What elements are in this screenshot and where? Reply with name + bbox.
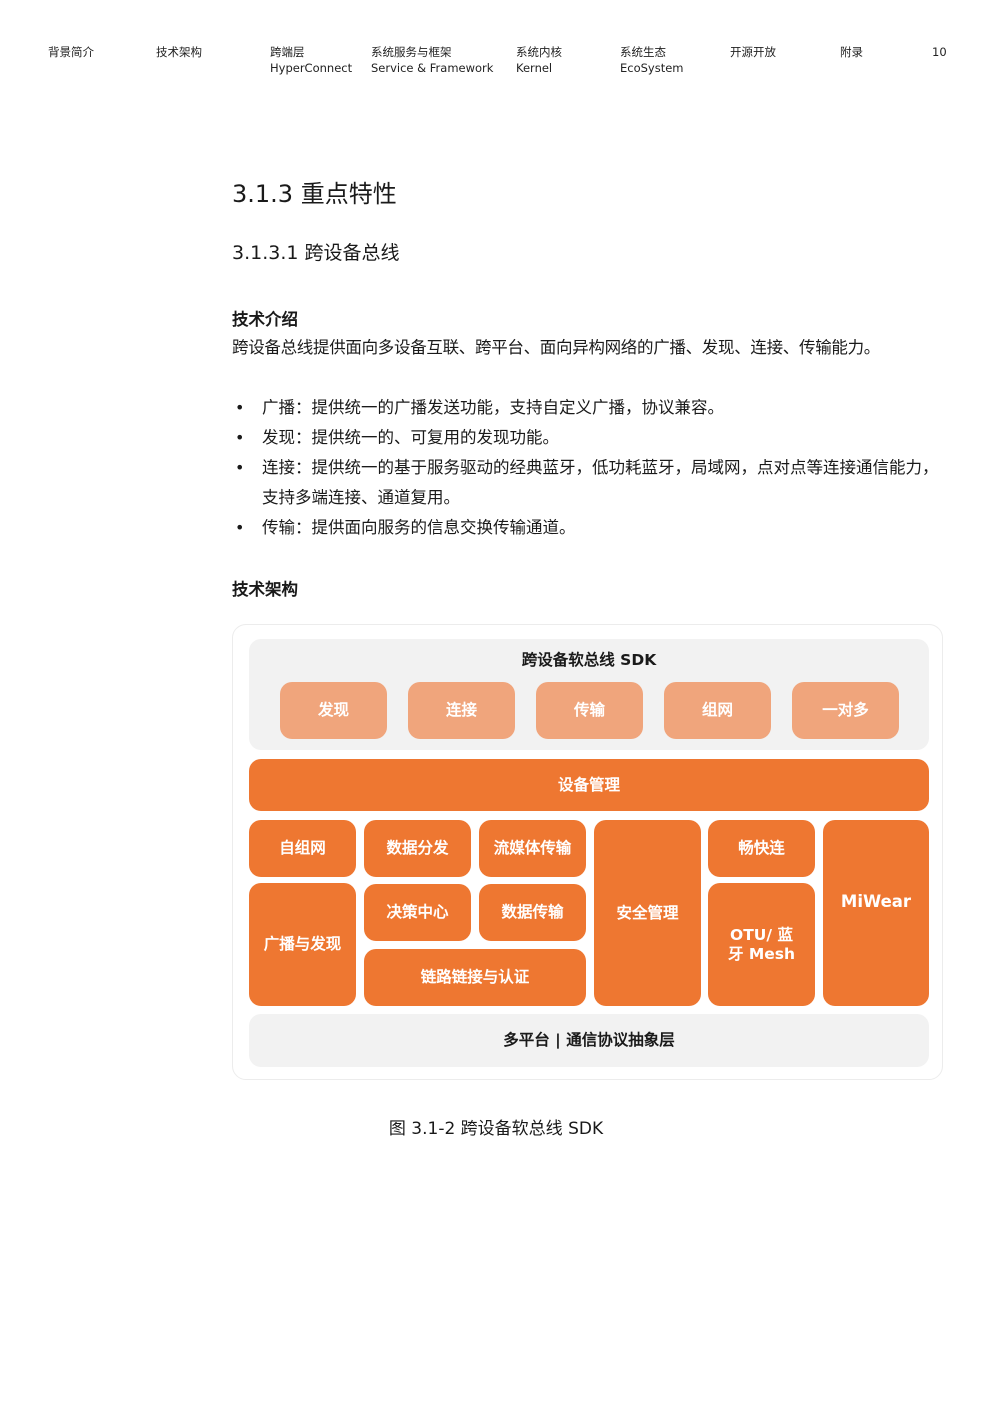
intro-text: 跨设备总线提供面向多设备互联、跨平台、面向异构网络的广播、发现、连接、传输能力。 (232, 338, 881, 357)
link-auth: 链路链接与认证 (364, 949, 586, 1006)
broadcast-discovery: 广播与发现 (249, 883, 356, 1006)
nav-item-appendix[interactable]: 附录 (840, 45, 863, 61)
otu-mesh: OTU/ 蓝牙 Mesh (708, 883, 815, 1006)
quick-connect: 畅快连 (708, 820, 815, 877)
nav-item-ecosystem[interactable]: 系统生态 EcoSystem (620, 45, 684, 76)
nav-item-kernel[interactable]: 系统内核 Kernel (516, 45, 562, 76)
security-management: 安全管理 (594, 820, 701, 1006)
nav-item-hyperconnect[interactable]: 跨端层 HyperConnect (270, 45, 352, 76)
nav-label: 背景简介 (48, 45, 94, 59)
nav-item-open-source[interactable]: 开源开放 (730, 45, 776, 61)
stream-transfer: 流媒体传输 (479, 820, 586, 877)
sdk-title: 跨设备软总线 SDK (521, 651, 657, 669)
device-management: 设备管理 (249, 759, 929, 811)
decision-center: 决策中心 (364, 884, 471, 941)
figure-caption: 图 3.1-2 跨设备软总线 SDK (388, 1119, 604, 1139)
sdk-item-connect: 连接 (408, 682, 515, 739)
sdk-item-discover: 发现 (280, 682, 387, 739)
nav-sublabel: HyperConnect (270, 60, 353, 75)
nav-label: 开源开放 (730, 45, 776, 59)
nav-label: 跨端层 (270, 45, 305, 59)
nav-sublabel: Service & Framework (371, 60, 494, 75)
nav-item-architecture[interactable]: 技术架构 (156, 45, 202, 61)
nav-label: 附录 (840, 45, 863, 59)
page-number: 10 (932, 45, 947, 59)
nav-item-background[interactable]: 背景简介 (48, 45, 94, 61)
nav-label: 系统内核 (516, 45, 562, 59)
sdk-item-network: 组网 (664, 682, 771, 739)
list-item: 发现：提供统一的、可复用的发现功能。 (232, 423, 948, 453)
self-network: 自组网 (249, 820, 356, 877)
list-item: 广播：提供统一的广播发送功能，支持自定义广播，协议兼容。 (232, 393, 948, 423)
intro-label: 技术介绍 (232, 310, 298, 329)
nav-item-service-framework[interactable]: 系统服务与框架 Service & Framework (371, 45, 493, 76)
sdk-item-one-to-many: 一对多 (792, 682, 899, 739)
architecture-diagram: 跨设备软总线 SDK 发现 连接 传输 组网 一对多 设备管理 自组网 广播与发… (232, 624, 943, 1080)
list-item: 传输：提供面向服务的信息交换传输通道。 (232, 513, 948, 543)
list-item: 连接：提供统一的基于服务驱动的经典蓝牙，低功耗蓝牙，局域网，点对点等连接通信能力… (232, 453, 948, 513)
nav-sublabel: EcoSystem (620, 60, 684, 75)
nav-label: 系统服务与框架 (371, 45, 452, 59)
nav-label: 技术架构 (156, 45, 202, 59)
nav-label: 系统生态 (620, 45, 666, 59)
nav-sublabel: Kernel (516, 60, 553, 75)
section-subheading: 3.1.3.1 跨设备总线 (232, 242, 400, 264)
data-transfer: 数据传输 (479, 884, 586, 941)
miwear: MiWear (823, 820, 929, 1006)
architecture-label: 技术架构 (232, 580, 298, 599)
protocol-abstraction-layer: 多平台 | 通信协议抽象层 (249, 1014, 929, 1067)
sdk-item-transfer: 传输 (536, 682, 643, 739)
section-heading: 3.1.3 重点特性 (232, 180, 397, 208)
feature-list: 广播：提供统一的广播发送功能，支持自定义广播，协议兼容。 发现：提供统一的、可复… (232, 393, 948, 543)
data-distribution: 数据分发 (364, 820, 471, 877)
